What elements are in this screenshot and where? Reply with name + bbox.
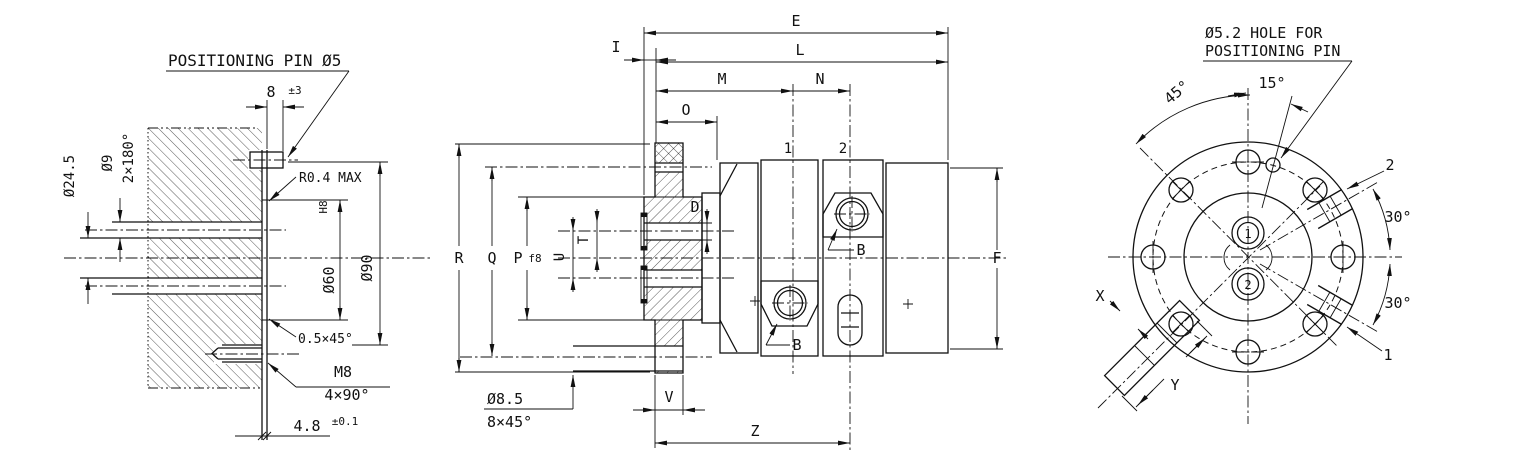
center-marks <box>750 296 913 309</box>
port-1-flange-label: 1 <box>1383 346 1392 364</box>
dim-e-label: E <box>791 12 800 30</box>
right-view-section: 1 2 <box>1095 24 1412 424</box>
face-centerlines <box>1097 88 1402 424</box>
dia-24-5-label: Ø24.5 <box>62 155 78 197</box>
positioning-pin-note: POSITIONING PIN Ø5 <box>168 51 341 70</box>
dim-q-label: Q <box>487 249 496 267</box>
chamfer-note: 0.5×45° <box>298 332 353 347</box>
dim-f-label: F <box>992 249 1001 267</box>
flange-crosshatch <box>656 143 683 162</box>
right-dimensions <box>1109 60 1392 412</box>
face-port-2-number: 2 <box>1244 278 1251 292</box>
dia-9-label: Ø9 <box>100 155 116 172</box>
dim-r-label: R <box>454 249 464 267</box>
port-2-flange-label: 2 <box>1385 156 1394 174</box>
flange-bolt-holes <box>573 162 683 372</box>
dim-i-label: I <box>611 38 620 56</box>
dim-o-label: O <box>681 101 690 119</box>
dim-n-label: N <box>815 70 824 88</box>
slot-lower-right <box>1306 284 1354 326</box>
port-b-upper-label: B <box>856 241 865 259</box>
mounting-face-lines <box>261 150 268 440</box>
upper-port <box>822 192 884 238</box>
pattern-2x180-label: 2×180° <box>121 133 137 184</box>
dim-t-label: T <box>576 235 592 244</box>
port-2-centerline-label: 2 <box>839 141 847 157</box>
angle-15-label: 15° <box>1258 74 1285 92</box>
dim-4-8-label: 4.8 <box>293 417 320 435</box>
bore-extension-lines <box>262 161 388 346</box>
wall-hatch <box>148 128 262 388</box>
pin-hole-note-line1: Ø5.2 HOLE FOR <box>1205 24 1323 42</box>
dim-4-8-tolerance: ±0.1 <box>332 415 359 428</box>
port-1-centerline-label: 1 <box>784 141 792 157</box>
pin-hole-note-line2: POSITIONING PIN <box>1205 42 1340 60</box>
dim-y-label: Y <box>1170 376 1179 394</box>
pattern-4x90-label: 4×90° <box>324 386 369 404</box>
dim-m-label: M <box>717 70 726 88</box>
radius-max-note: R0.4 MAX <box>299 171 362 186</box>
m8-label: M8 <box>334 363 352 381</box>
dia-8-5-label: Ø8.5 <box>487 390 523 408</box>
o-ring-seals <box>640 212 648 304</box>
flange-hatch <box>644 143 702 373</box>
slot-upper-right <box>1306 188 1354 230</box>
m8-tapped-hole <box>211 344 262 363</box>
slot-lower-left <box>1103 299 1201 397</box>
middle-dimensions <box>455 27 1003 448</box>
pattern-8x45-label: 8×45° <box>487 413 532 431</box>
port-b-lower-label: B <box>792 336 801 354</box>
dia-60-label: Ø60 <box>320 266 338 293</box>
dim-p-fit-label: f8 <box>528 252 541 265</box>
angle-30-lower-label: 30° <box>1384 294 1411 312</box>
middle-view-section: E I L M N O R Q P f8 T U D F V Z 1 2 B B… <box>454 12 1006 450</box>
dim-l-label: L <box>795 41 804 59</box>
dia-90-label: Ø90 <box>358 254 376 281</box>
left-dimensions <box>85 70 390 441</box>
pin-hole-channels <box>80 221 262 295</box>
dim-x-label: X <box>1095 287 1104 305</box>
lower-port <box>760 280 819 327</box>
dim-u-label: U <box>552 253 568 261</box>
angle-45-label: 45° <box>1161 77 1193 108</box>
middle-centerlines <box>460 84 1006 450</box>
dim-z-label: Z <box>750 422 759 440</box>
left-view-section: POSITIONING PIN Ø5 8 ±3 Ø24.5 Ø9 2×180° … <box>62 51 432 441</box>
angle-30-upper-label: 30° <box>1384 208 1411 226</box>
dim-p-label: P <box>513 249 522 267</box>
dim-8-tolerance: ±3 <box>288 84 301 97</box>
flange-port-holes <box>644 222 702 288</box>
dim-d-label: D <box>690 198 699 216</box>
dia-60-fit-label: H8 <box>317 200 330 213</box>
dim-v-label: V <box>664 388 673 406</box>
dim-8-label: 8 <box>266 83 275 101</box>
